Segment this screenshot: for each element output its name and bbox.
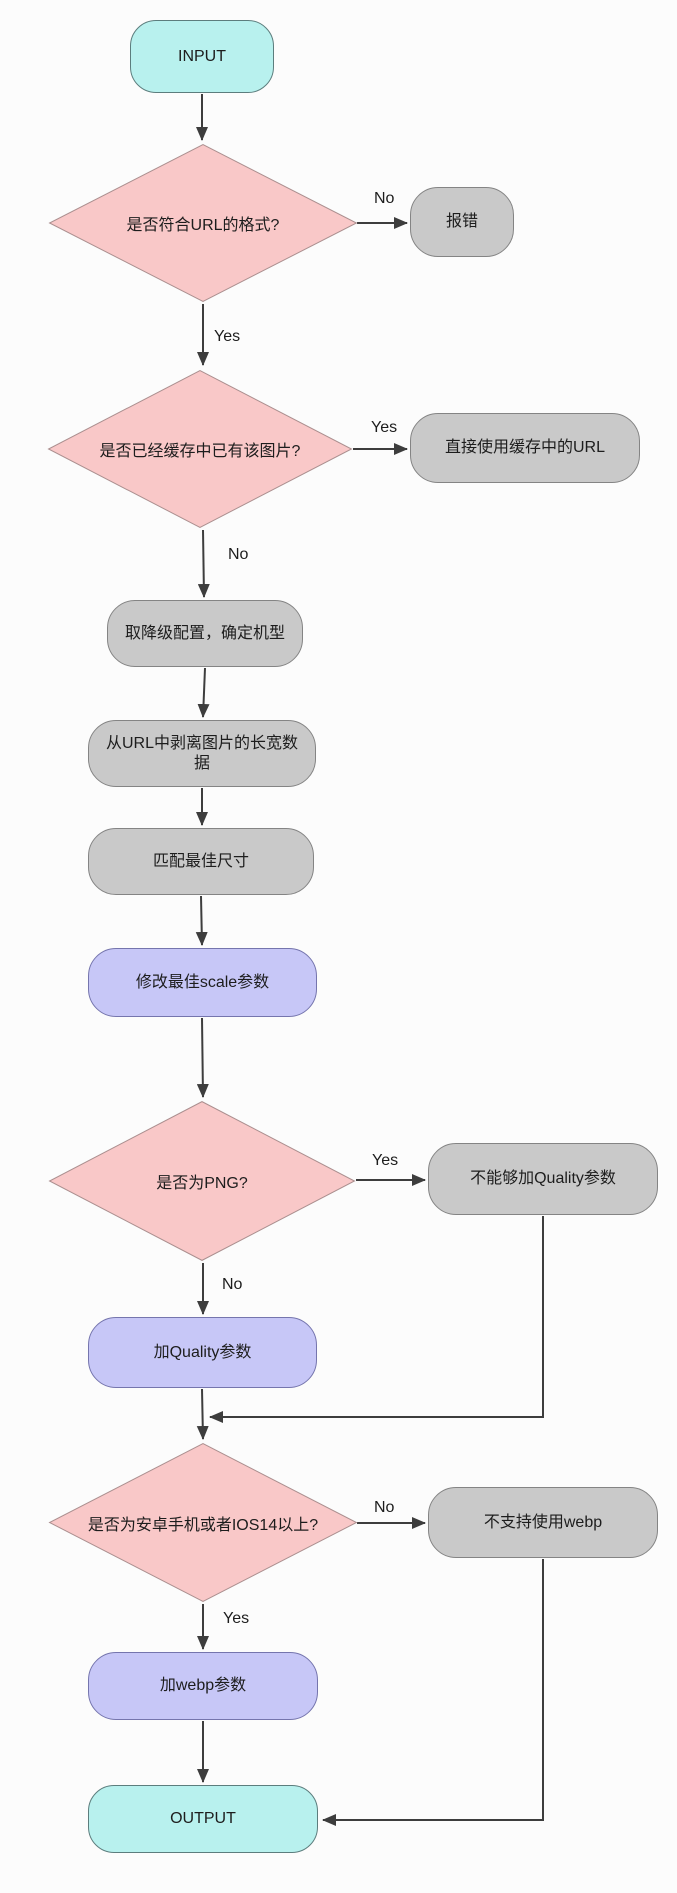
node-output: OUTPUT (88, 1785, 318, 1853)
node-no-webp: 不支持使用webp (428, 1487, 658, 1558)
diamond-shape (48, 143, 358, 303)
node-no-quality: 不能够加Quality参数 (428, 1143, 658, 1215)
decision-png-check: 是否为PNG? (48, 1100, 356, 1262)
node-degrade-config-label: 取降级配置，确定机型 (124, 624, 285, 642)
node-use-cache-label: 直接使用缓存中的URL (444, 439, 605, 456)
edge-label-png-yes: Yes (372, 1152, 399, 1169)
node-strip-dimensions-label: 从URL中剥离图片的长宽数据 (105, 734, 298, 772)
edge-label-platform-yes: Yes (223, 1610, 250, 1627)
connector-scale-to-png-check (196, 1017, 209, 1098)
node-use-cache: 直接使用缓存中的URL (410, 413, 640, 483)
node-error-label: 报错 (445, 213, 478, 230)
connector-add-quality-to-platform-check (196, 1388, 209, 1440)
node-input: INPUT (130, 20, 274, 93)
decision-png-check-label: 是否为PNG? (156, 1175, 248, 1192)
node-no-webp-label: 不支持使用webp (483, 1513, 603, 1531)
edge-label-png-no: No (222, 1276, 243, 1293)
node-add-quality-label: 加Quality参数 (153, 1343, 252, 1361)
node-add-quality: 加Quality参数 (88, 1317, 317, 1388)
node-modify-scale-label: 修改最佳scale参数 (135, 973, 270, 991)
edge-label-cache-yes: Yes (371, 419, 398, 436)
decision-cache-check-label: 是否已经缓存中已有该图片? (99, 443, 301, 460)
node-add-webp: 加webp参数 (88, 1652, 318, 1720)
connector-degrade-to-strip (197, 667, 210, 718)
node-strip-dimensions: 从URL中剥离图片的长宽数据 (88, 720, 316, 787)
edge-label-cache-no: No (228, 546, 249, 563)
decision-url-format: 是否符合URL的格式? (48, 143, 358, 303)
decision-cache-check: 是否已经缓存中已有该图片? (47, 369, 353, 529)
edge-label-platform-no: No (374, 1499, 395, 1516)
node-match-size: 匹配最佳尺寸 (88, 828, 314, 895)
connector-cache-check-to-degrade (197, 529, 210, 598)
edge-label-url-no: No (374, 190, 395, 207)
diamond-shape (48, 1442, 358, 1603)
node-input-label: INPUT (178, 47, 226, 65)
node-error: 报错 (410, 187, 514, 257)
diamond-shape (48, 1100, 356, 1262)
node-output-label: OUTPUT (170, 1810, 236, 1827)
diamond-shape (47, 369, 353, 529)
decision-platform-check-label: 是否为安卓手机或者IOS14以上? (87, 1516, 319, 1534)
node-modify-scale: 修改最佳scale参数 (88, 948, 317, 1017)
decision-url-format-label: 是否符合URL的格式? (126, 217, 280, 234)
node-degrade-config: 取降级配置，确定机型 (107, 600, 303, 667)
node-add-webp-label: 加webp参数 (159, 1677, 247, 1694)
decision-platform-check: 是否为安卓手机或者IOS14以上? (48, 1442, 358, 1603)
node-no-quality-label: 不能够加Quality参数 (470, 1170, 616, 1187)
connector-match-size-to-scale (195, 895, 208, 946)
edge-label-url-yes: Yes (214, 328, 241, 345)
node-match-size-label: 匹配最佳尺寸 (152, 852, 249, 870)
